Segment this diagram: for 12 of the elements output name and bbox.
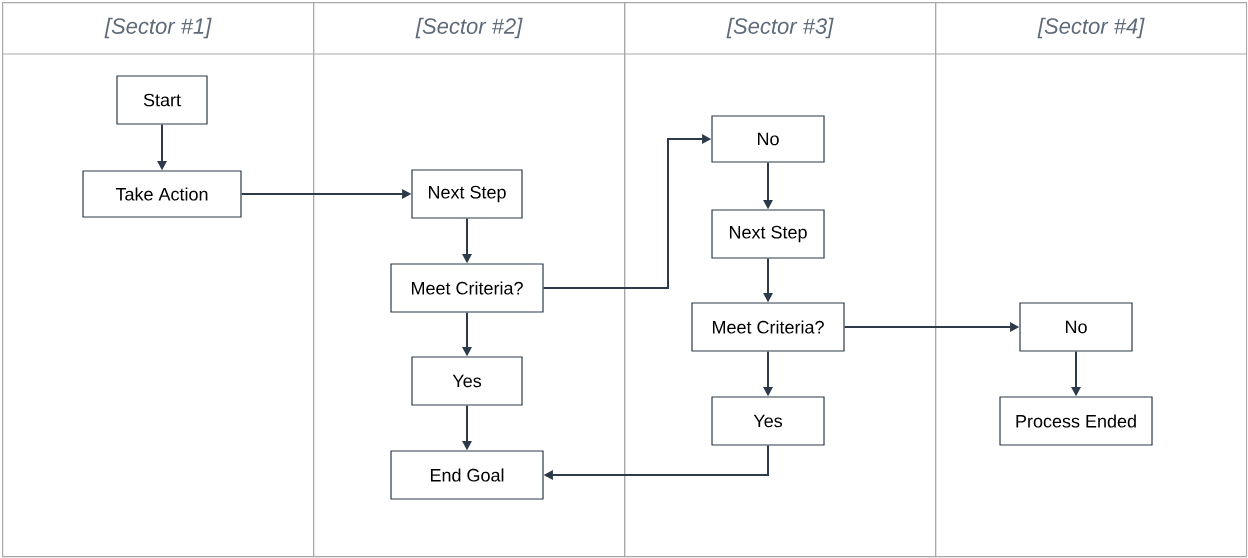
process-box: Next Step [711, 209, 825, 259]
process-box: Process Ended [999, 396, 1153, 446]
process-box: Yes [711, 396, 825, 446]
process-box: No [1019, 302, 1133, 352]
process-box: Meet Criteria? [390, 263, 544, 313]
process-box: Take Action [82, 170, 242, 218]
process-box: Start [116, 75, 208, 125]
process-box: Next Step [411, 169, 523, 219]
process-box: Meet Criteria? [691, 302, 845, 352]
process-box: Yes [411, 356, 523, 406]
process-box: End Goal [390, 450, 544, 500]
process-box: No [711, 115, 825, 163]
